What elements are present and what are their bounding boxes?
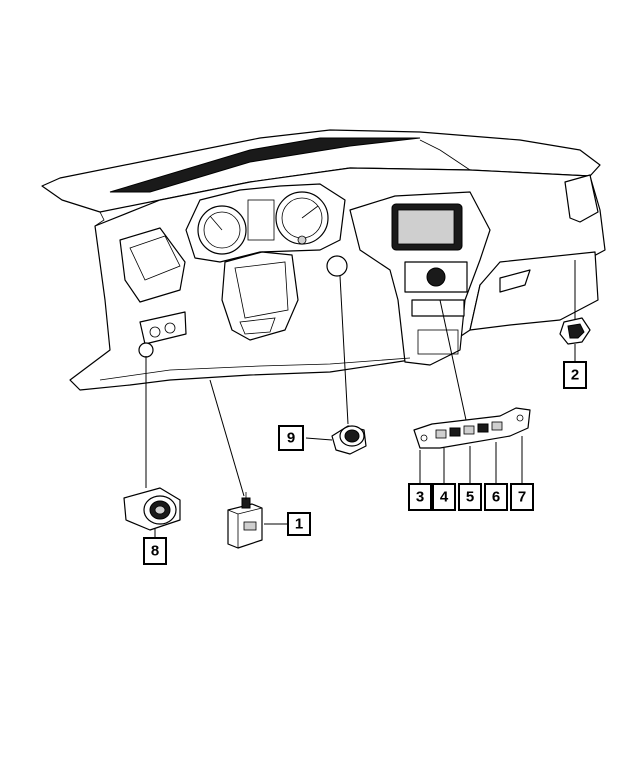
callout-1-label: 1 <box>295 516 303 533</box>
callout-3: 3 <box>408 483 432 511</box>
callout-6: 6 <box>484 483 508 511</box>
callout-5-label: 5 <box>466 489 474 506</box>
callout-8: 8 <box>143 537 167 565</box>
callout-7-label: 7 <box>518 489 526 506</box>
callout-7: 7 <box>510 483 534 511</box>
callout-6-label: 6 <box>492 489 500 506</box>
callout-4-label: 4 <box>440 489 449 506</box>
callout-2: 2 <box>563 361 587 389</box>
part-8-knob-switch <box>123 487 181 531</box>
part-1-switch <box>227 492 263 549</box>
callout-1: 1 <box>287 512 311 536</box>
leader-lines <box>145 260 576 538</box>
callout-9-label: 9 <box>287 430 295 447</box>
part-2-retainer <box>559 317 591 345</box>
part-9-power-outlet <box>331 425 367 455</box>
instrument-panel-illustration <box>41 129 606 391</box>
callout-4: 4 <box>432 483 456 511</box>
callout-8-label: 8 <box>151 543 159 560</box>
callout-5: 5 <box>458 483 482 511</box>
part-switch-bank <box>413 407 531 449</box>
callout-9: 9 <box>278 425 304 451</box>
callout-3-label: 3 <box>416 489 424 506</box>
callout-2-label: 2 <box>571 367 579 384</box>
